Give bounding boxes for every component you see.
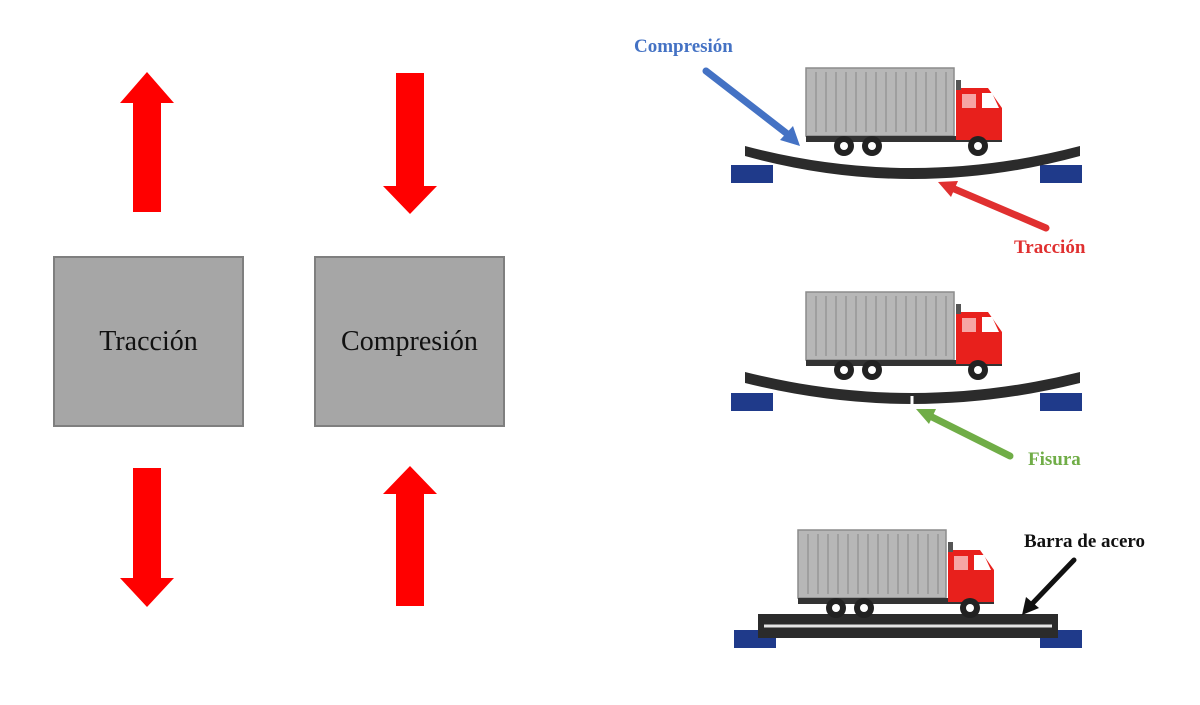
arrow-up-traccion-top xyxy=(120,72,174,212)
fisura-label: Fisura xyxy=(1028,449,1081,470)
barra-acero-label: Barra de acero xyxy=(1024,531,1145,552)
compresion-block: Compresión xyxy=(314,256,505,427)
panel-compresion-traccion xyxy=(702,67,1082,232)
traccion-block: Tracción xyxy=(53,256,244,427)
arrow-up-compresion-bottom xyxy=(383,466,437,606)
panel-barra-acero xyxy=(734,529,1082,648)
compresion-label: Compresión xyxy=(634,36,733,57)
traccion-block-label: Tracción xyxy=(99,325,198,357)
compresion-block-label: Compresión xyxy=(341,325,478,357)
panel-fisura xyxy=(731,291,1082,460)
arrow-down-traccion-bottom xyxy=(120,468,174,607)
arrow-down-compresion-top xyxy=(383,73,437,214)
traccion-label: Tracción xyxy=(1014,237,1086,258)
